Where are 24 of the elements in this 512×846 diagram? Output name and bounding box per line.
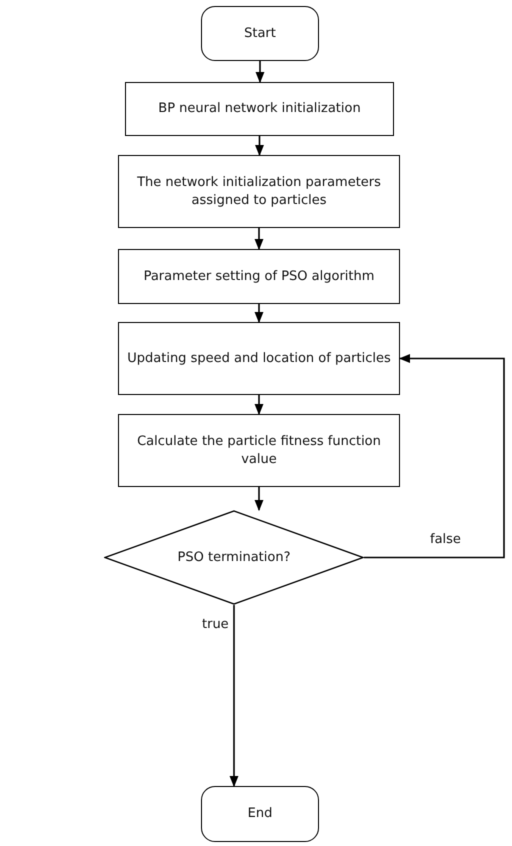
terminal-box (201, 786, 319, 842)
process-box (118, 414, 400, 487)
arrow (254, 304, 264, 324)
process-box (118, 322, 400, 395)
step-text: Parameter setting of PSO algorithm (144, 268, 374, 286)
decision-diamond (104, 510, 364, 605)
arrow (230, 605, 238, 788)
step-text: Calculate the particle fitness function value (136, 432, 382, 468)
arrow (254, 395, 264, 416)
arrow (256, 61, 264, 84)
step-text: End (248, 805, 272, 823)
arrow (254, 487, 264, 512)
process-box (125, 82, 394, 136)
step-text: Start (244, 24, 276, 42)
process-box (118, 155, 400, 228)
step-text: Updating speed and location of particles (127, 350, 391, 368)
step-text: PSO termination? (178, 548, 290, 566)
process-box (118, 249, 400, 304)
terminal-box (201, 6, 319, 61)
step-text: The network initialization parameters assigned to particles (136, 174, 382, 210)
arrow (364, 354, 505, 558)
step-text: BP neural network initialization (158, 100, 361, 118)
arrow (255, 136, 264, 156)
arrow (254, 228, 264, 250)
